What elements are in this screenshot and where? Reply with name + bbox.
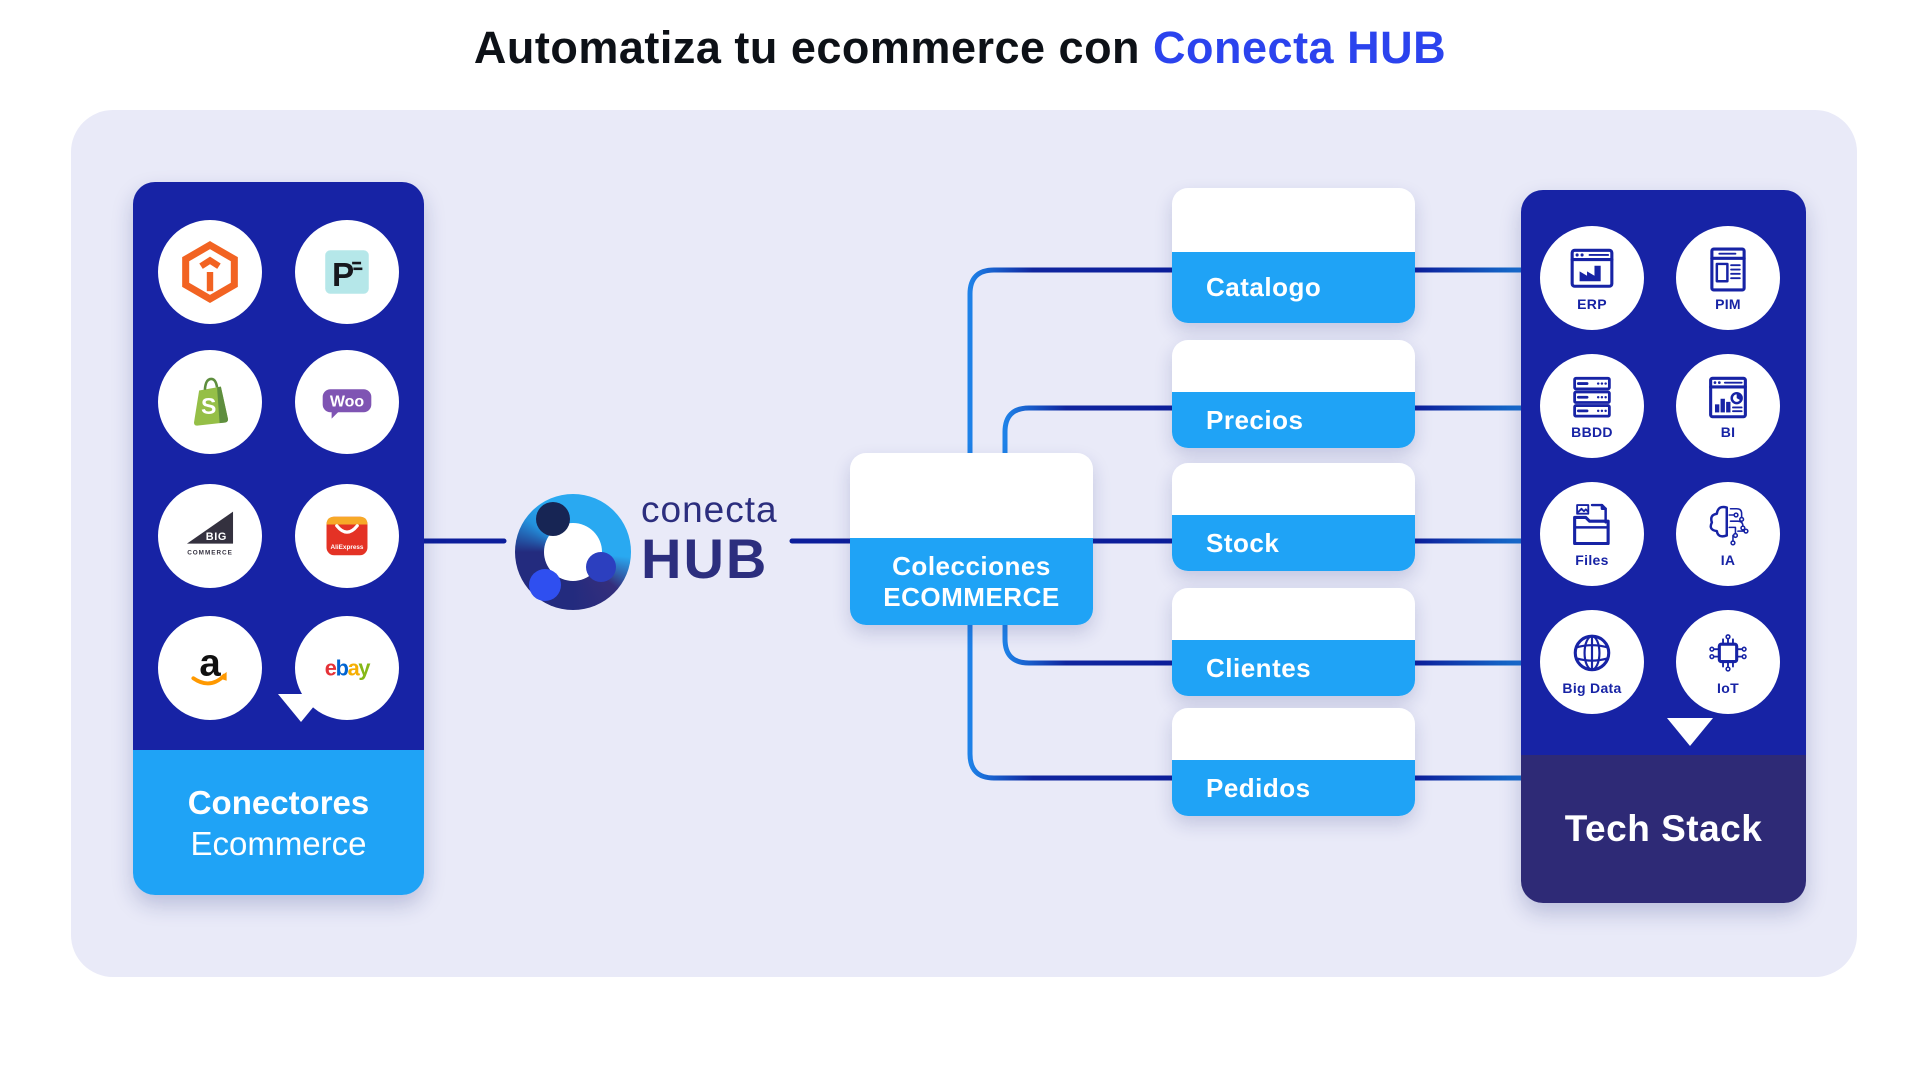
tech-item-label: ERP bbox=[1577, 296, 1607, 312]
woocommerce-logo-circle: Woo bbox=[295, 350, 399, 454]
conecta-hub-wordmark: conecta HUB bbox=[641, 490, 778, 588]
flow-card-label: Clientes bbox=[1206, 652, 1312, 683]
connectors-panel: P S Woo BIG COMMERCE bbox=[133, 182, 424, 895]
flow-card-catalogo-label-area: Catalogo bbox=[1172, 252, 1415, 323]
page-title: Automatiza tu ecommerce con Conecta HUB bbox=[0, 22, 1920, 74]
connectors-panel-footer: Conectores Ecommerce bbox=[133, 750, 424, 895]
shopify-icon: S bbox=[194, 377, 229, 426]
tech-item-label: IoT bbox=[1717, 680, 1739, 696]
right-panel-arrow-down-icon bbox=[1667, 718, 1713, 746]
bi-circle: BI bbox=[1676, 354, 1780, 458]
bbdd-icon bbox=[1573, 376, 1611, 418]
flow-card-label: Pedidos bbox=[1206, 772, 1311, 803]
tech-stack-footer: Tech Stack bbox=[1521, 755, 1806, 903]
svg-text:COMMERCE: COMMERCE bbox=[187, 550, 233, 557]
logo-dot-royal-blue bbox=[529, 569, 561, 601]
flow-card-stock: Stock bbox=[1172, 463, 1415, 571]
svg-text:BIG: BIG bbox=[206, 531, 227, 543]
flow-card-precios: Precios bbox=[1172, 340, 1415, 448]
magento-logo-circle bbox=[158, 220, 262, 324]
svg-text:Woo: Woo bbox=[330, 393, 365, 410]
logo-dot-dark-navy bbox=[536, 502, 570, 536]
flow-card-label: Precios bbox=[1206, 404, 1304, 435]
tech-item-label: BI bbox=[1720, 424, 1736, 440]
tech-item-label: IA bbox=[1720, 552, 1736, 568]
collections-line2: ECOMMERCE bbox=[883, 581, 1060, 612]
ebay-logo-circle: ebay bbox=[295, 616, 399, 720]
connectors-footer-line2: Ecommerce bbox=[190, 824, 367, 862]
tech-item-label: BBDD bbox=[1571, 424, 1613, 440]
flow-card-stock-label-area: Stock bbox=[1172, 515, 1415, 571]
connectors-footer-line1: Conectores bbox=[187, 783, 370, 821]
tech-item-label: PIM bbox=[1715, 296, 1741, 312]
files-circle: Files bbox=[1540, 482, 1644, 586]
amazon-icon: a bbox=[191, 642, 227, 686]
files-icon bbox=[1573, 503, 1610, 546]
magento-icon bbox=[182, 241, 238, 303]
amazon-logo-circle: a bbox=[158, 616, 262, 720]
big-data-circle: Big Data bbox=[1540, 610, 1644, 714]
flow-card-pedidos: Pedidos bbox=[1172, 708, 1415, 816]
aliexpress-icon: AliExpress bbox=[326, 516, 368, 556]
erp-circle: ERP bbox=[1540, 226, 1644, 330]
svg-text:AliExpress: AliExpress bbox=[331, 544, 364, 551]
bbdd-circle: BBDD bbox=[1540, 354, 1644, 458]
erp-icon bbox=[1570, 248, 1614, 288]
collections-card-label-area: Colecciones ECOMMERCE bbox=[850, 538, 1093, 625]
svg-text:S: S bbox=[201, 393, 216, 419]
flow-card-pedidos-label-area: Pedidos bbox=[1172, 760, 1415, 816]
flow-card-clientes: Clientes bbox=[1172, 588, 1415, 696]
logo-dot-mid-blue bbox=[586, 552, 616, 582]
wordmark-conecta: conecta bbox=[641, 489, 778, 530]
iot-circle: IoT bbox=[1676, 610, 1780, 714]
ia-icon bbox=[1709, 505, 1749, 546]
collections-line1: Colecciones bbox=[892, 550, 1051, 581]
svg-text:a: a bbox=[199, 642, 221, 685]
prestashop-logo-circle: P bbox=[295, 220, 399, 324]
aliexpress-logo-circle: AliExpress bbox=[295, 484, 399, 588]
tech-stack-title: Tech Stack bbox=[1564, 808, 1763, 849]
svg-text:ebay: ebay bbox=[325, 656, 371, 681]
flow-card-label: Stock bbox=[1206, 527, 1280, 558]
wordmark-hub: HUB bbox=[641, 527, 769, 590]
collections-ecommerce-card: Colecciones ECOMMERCE bbox=[850, 453, 1093, 625]
big-data-icon bbox=[1573, 634, 1611, 672]
svg-text:P: P bbox=[332, 257, 354, 294]
tech-stack-panel: ERP PIM bbox=[1521, 190, 1806, 903]
left-panel-arrow-down-icon bbox=[278, 694, 324, 722]
ebay-icon: ebay bbox=[325, 656, 372, 681]
bigcommerce-icon: BIG COMMERCE bbox=[186, 511, 234, 557]
prestashop-icon: P bbox=[325, 250, 369, 294]
woocommerce-icon: Woo bbox=[322, 389, 372, 419]
tech-item-label: Files bbox=[1575, 552, 1609, 568]
pim-icon bbox=[1710, 247, 1746, 292]
shopify-logo-circle: S bbox=[158, 350, 262, 454]
ia-circle: IA bbox=[1676, 482, 1780, 586]
title-prefix: Automatiza tu ecommerce con bbox=[473, 22, 1154, 73]
title-brand: Conecta HUB bbox=[1153, 22, 1447, 73]
bigcommerce-logo-circle: BIG COMMERCE bbox=[158, 484, 262, 588]
tech-item-label: Big Data bbox=[1562, 680, 1622, 696]
flow-card-clientes-label-area: Clientes bbox=[1172, 640, 1415, 696]
bi-icon bbox=[1709, 376, 1747, 419]
flow-card-precios-label-area: Precios bbox=[1172, 392, 1415, 448]
flow-card-catalogo: Catalogo bbox=[1172, 188, 1415, 323]
flow-card-label: Catalogo bbox=[1206, 272, 1322, 302]
iot-icon bbox=[1709, 634, 1747, 672]
pim-circle: PIM bbox=[1676, 226, 1780, 330]
